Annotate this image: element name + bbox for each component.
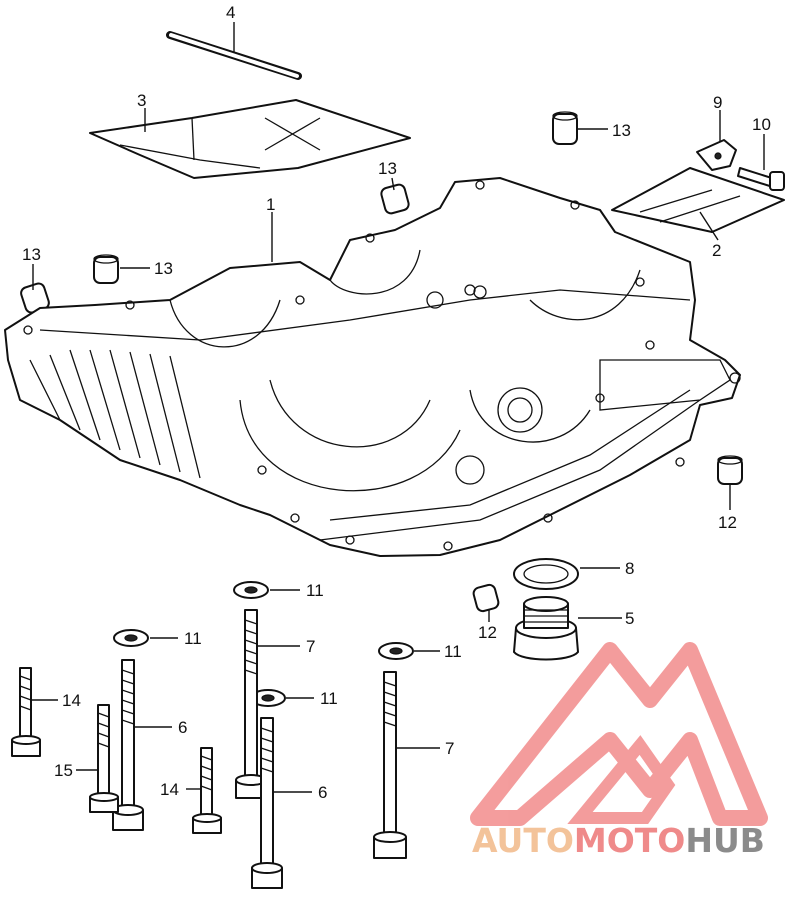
part-5-drain-plug <box>513 596 579 661</box>
part-12-dowel-right <box>717 455 743 485</box>
watermark-moto: MOTO <box>574 821 685 860</box>
callout-13: 13 <box>378 159 397 178</box>
callout-13: 13 <box>612 121 631 140</box>
callout-2: 2 <box>712 241 721 260</box>
callout-12: 12 <box>718 513 737 532</box>
part-7-bolt-upper <box>235 609 267 799</box>
part-4-pin <box>166 31 302 80</box>
part-11-washer-b <box>113 629 149 647</box>
part-11-washer-a <box>233 581 269 599</box>
callout-12: 12 <box>478 623 497 642</box>
part-13-dowel-mid <box>380 183 410 215</box>
watermark-hub: HUB <box>685 821 765 860</box>
callout-5: 5 <box>625 609 634 628</box>
watermark-logo <box>470 642 768 826</box>
callout-14: 14 <box>62 691 81 710</box>
callout-14: 14 <box>160 780 179 799</box>
part-11-washer-d <box>250 689 286 707</box>
callout-11: 11 <box>306 581 324 600</box>
part-10-bolt <box>737 167 785 191</box>
part-2-plate <box>611 167 785 233</box>
callout-11: 11 <box>444 642 462 661</box>
part-9-clip <box>696 139 737 171</box>
callout-10: 10 <box>752 115 771 134</box>
callout-11: 11 <box>320 689 338 708</box>
part-6-bolt-center <box>251 717 283 889</box>
leader-lines <box>31 22 765 793</box>
watermark-auto: AUTO <box>472 821 574 860</box>
callout-13: 13 <box>22 245 41 264</box>
part-14-bolt-center <box>192 747 222 834</box>
callout-11: 11 <box>184 629 202 648</box>
callout-8: 8 <box>625 559 634 578</box>
callout-4: 4 <box>226 3 235 22</box>
callout-7: 7 <box>445 739 454 758</box>
callout-7: 7 <box>306 637 315 656</box>
part-7-bolt-right <box>373 671 407 859</box>
part-15-bolt <box>89 704 119 813</box>
part-14-bolt-left <box>11 667 41 757</box>
part-6-bolt-left <box>112 659 144 831</box>
part-13-dowel-left <box>93 254 119 284</box>
part-1-crankcase <box>4 177 741 557</box>
callout-3: 3 <box>137 91 146 110</box>
callout-6: 6 <box>318 783 327 802</box>
callout-15: 15 <box>54 761 73 780</box>
callout-9: 9 <box>713 93 722 112</box>
part-3-plate <box>89 99 411 179</box>
part-8-gasket <box>513 558 579 590</box>
callout-labels: 4 3 13 9 10 13 2 1 13 13 12 8 11 5 12 11… <box>22 3 771 802</box>
part-13-dowel-top <box>552 111 578 145</box>
watermark-wordmark: AUTOMOTOHUB <box>472 821 765 860</box>
callout-13: 13 <box>154 259 173 278</box>
callout-6: 6 <box>178 718 187 737</box>
part-11-washer-c <box>378 642 414 660</box>
callout-1: 1 <box>266 195 275 214</box>
svg-text:AUTOMOTOHUB: AUTOMOTOHUB <box>472 821 765 860</box>
part-12-dowel-lower <box>472 583 500 613</box>
